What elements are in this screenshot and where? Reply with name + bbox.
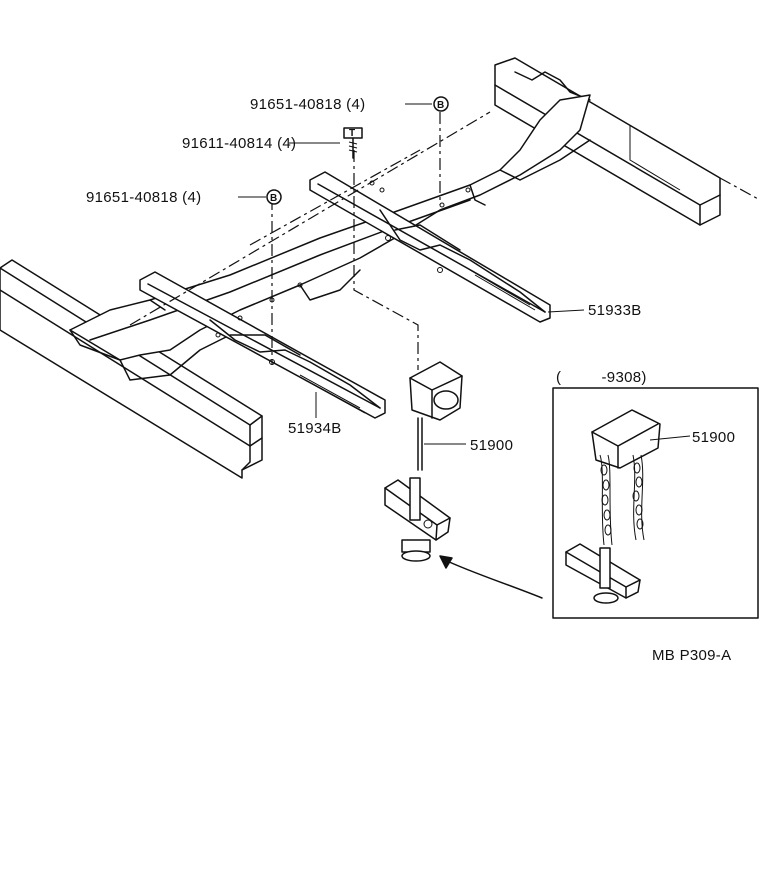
- bolt-t-icon: T: [343, 127, 363, 159]
- callout-51933b: 51933B: [588, 302, 642, 319]
- crossmember-51933b: [309, 171, 551, 323]
- marker-b-top: B: [433, 96, 449, 112]
- callout-91611: 91611-40814 (4): [182, 135, 296, 152]
- inset-panel: [552, 387, 759, 619]
- inset-callout-51900: 51900: [692, 429, 735, 446]
- inset-arrow: [439, 555, 543, 599]
- marker-b-left: B: [266, 189, 282, 205]
- leader-lines: [238, 103, 691, 445]
- spare-wheel-carrier: [384, 361, 463, 562]
- callout-51900: 51900: [470, 437, 513, 454]
- chain-links: [600, 462, 644, 536]
- callout-91651-top: 91651-40818 (4): [250, 96, 365, 113]
- crossmember-51934b: [139, 271, 386, 419]
- marker-t: T: [349, 128, 355, 139]
- marker-b-left-text: B: [270, 193, 277, 204]
- alignment-lines: [129, 111, 491, 370]
- callout-51934b: 51934B: [288, 420, 342, 437]
- callout-91651-left: 91651-40818 (4): [86, 189, 201, 206]
- figure-code: MB P309-A: [652, 647, 731, 664]
- marker-b-top-text: B: [437, 100, 444, 111]
- frame-structure: [69, 94, 591, 381]
- inset-range-label: ( -9308): [556, 369, 647, 386]
